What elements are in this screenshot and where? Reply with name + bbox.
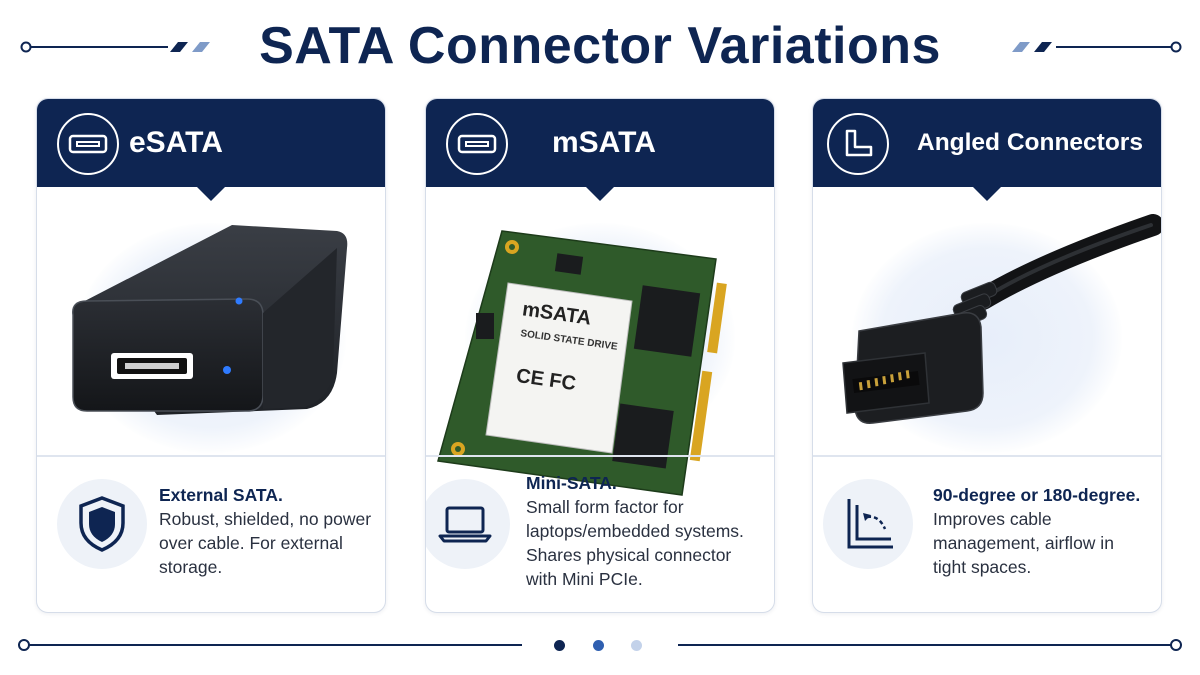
angle-arrow-icon	[823, 479, 913, 569]
pager-dot-1[interactable]	[554, 640, 565, 651]
page-title: SATA Connector Variations	[259, 17, 941, 75]
card-description: Mini-SATA. Small form factor for laptops…	[526, 471, 764, 591]
card-msata: mSATA mSATA SOLID STATE DRIVE CE	[425, 98, 775, 613]
card-header: eSATA	[37, 99, 385, 187]
card-description-lead: Mini-SATA.	[526, 473, 617, 493]
card-header: mSATA	[426, 99, 774, 187]
card-description-body: Robust, shielded, no power over cable. F…	[159, 509, 372, 577]
card-description-body: Improves cable management, airflow in ti…	[933, 509, 1114, 577]
card-angled-connectors: Angled Connectors	[812, 98, 1162, 613]
title-decoration-right	[1012, 41, 1182, 53]
card-description: 90-degree or 180-degree. Improves cable …	[933, 483, 1151, 579]
angle-bracket-icon	[827, 113, 889, 175]
footer-line	[18, 639, 1182, 651]
card-title: eSATA	[129, 126, 223, 159]
msata-port-icon	[446, 113, 508, 175]
title-decoration-left	[20, 41, 210, 53]
shield-icon	[57, 479, 147, 569]
esata-enclosure-image	[37, 203, 385, 503]
card-header: Angled Connectors	[813, 99, 1161, 187]
card-title: Angled Connectors	[917, 129, 1143, 156]
laptop-icon	[426, 479, 510, 569]
pager-dot-3[interactable]	[631, 640, 642, 651]
msata-ssd-image: mSATA SOLID STATE DRIVE CE FC	[426, 203, 774, 503]
card-description: External SATA. Robust, shielded, no powe…	[159, 483, 375, 579]
angled-connector-image	[813, 203, 1161, 503]
card-description-body: Small form factor for laptops/embedded s…	[526, 497, 744, 589]
pager-dot-2[interactable]	[593, 640, 604, 651]
card-title: mSATA	[552, 126, 656, 159]
card-description-lead: 90-degree or 180-degree.	[933, 485, 1141, 505]
card-esata: eSATA	[36, 98, 386, 613]
esata-port-icon	[57, 113, 119, 175]
card-description-lead: External SATA.	[159, 485, 283, 505]
